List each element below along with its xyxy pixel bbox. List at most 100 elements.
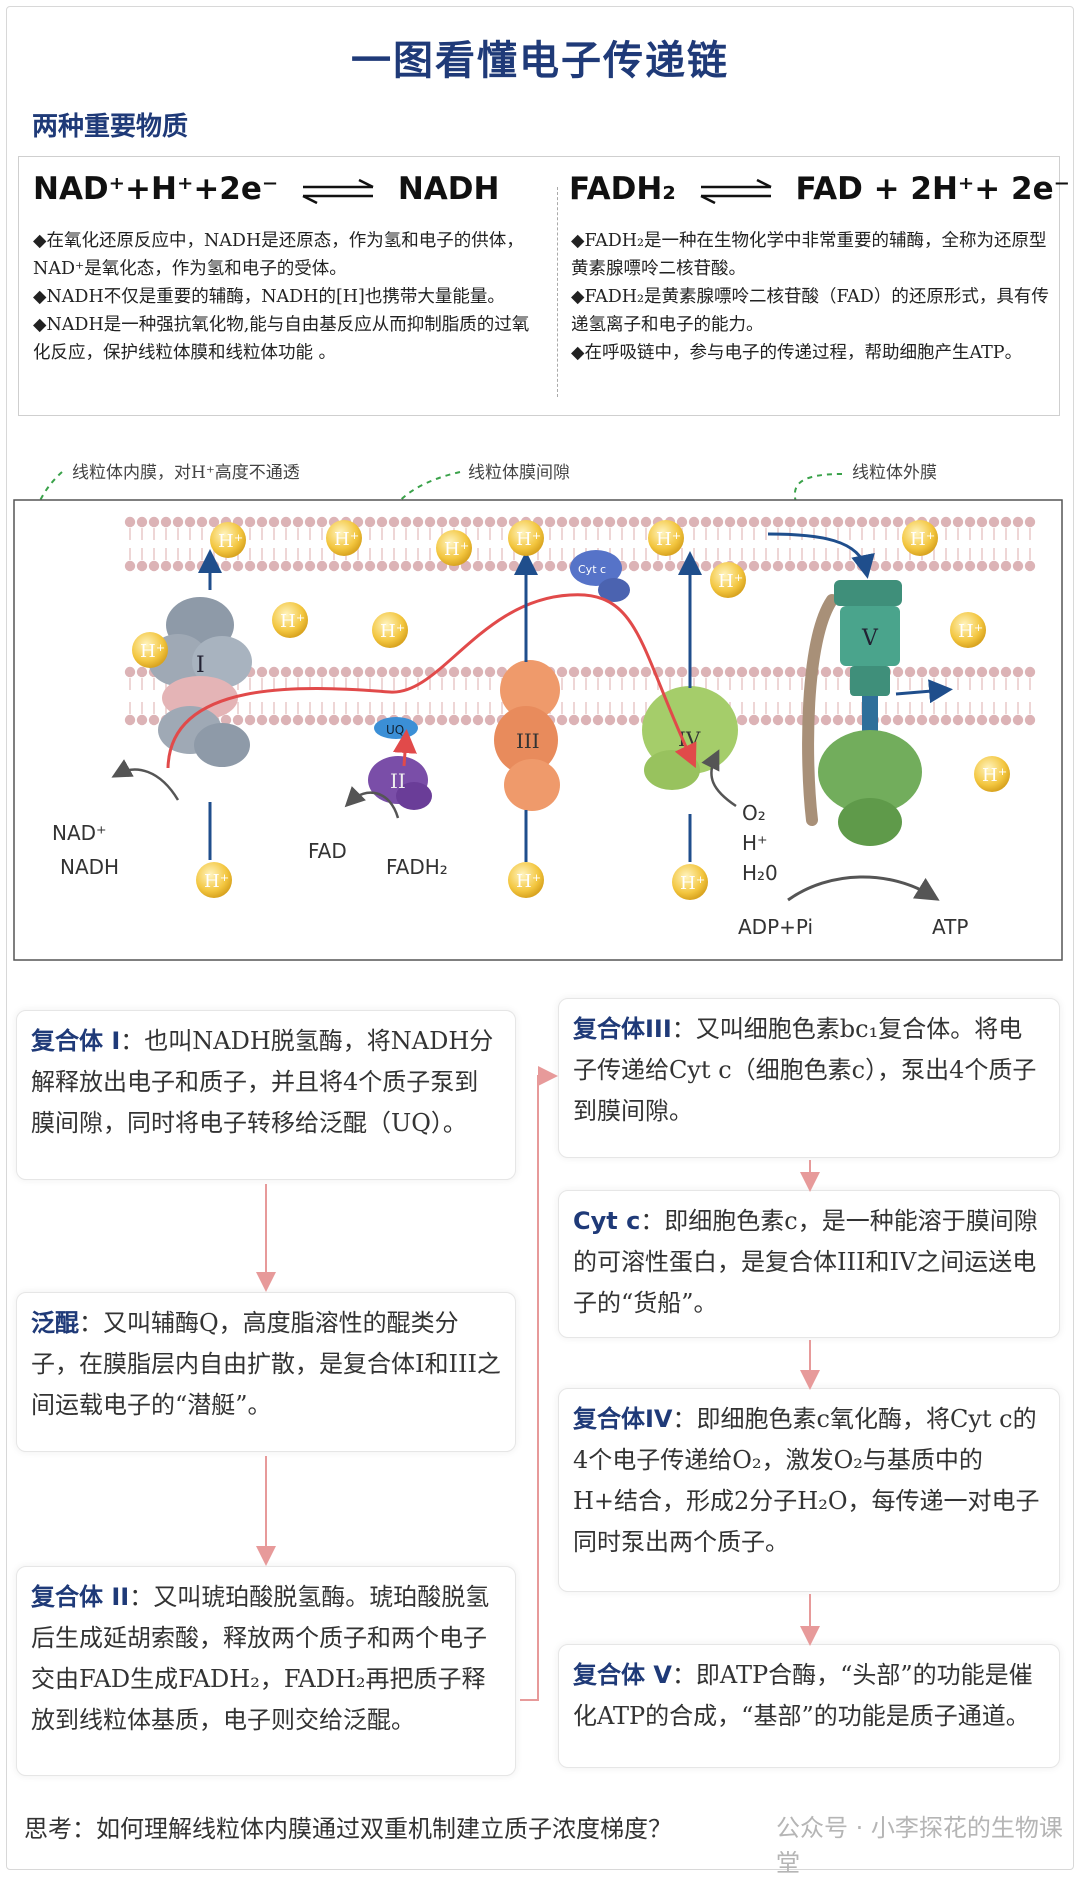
card-body: ：又叫辅酶Q，高度脂溶性的醌类分子，在膜脂层内自由扩散，是复合体I和III之间运…: [31, 1309, 501, 1419]
proton-icon: [672, 864, 708, 900]
proton-label: H⁺: [910, 529, 935, 550]
nadh-bullet: ◆NADH是一种强抗氧化物,能与自由基反应从而抑制脂质的过氧化反应，保护线粒体膜…: [33, 315, 530, 363]
pointer-outer-membrane: [788, 473, 843, 520]
proton-label: H⁺: [218, 531, 243, 552]
proton-icon: [210, 522, 246, 558]
card-heading: 复合体 II: [31, 1583, 130, 1611]
proton-icon: [508, 862, 544, 898]
card-heading: 复合体 I: [31, 1027, 121, 1055]
fadh2-description: ◆FADH₂是一种在生物化学中非常重要的辅酶，全称为还原型黄素腺嘌呤二核苷酸。 …: [571, 227, 1049, 367]
complex-i: I: [148, 597, 252, 767]
etc-diagram: 线粒体内膜，对H⁺高度不通透 线粒体膜间隙 线粒体外膜 I UQ II III: [13, 463, 1063, 961]
watermark: 公众号 · 小李探花的生物课堂: [776, 1814, 1063, 1877]
proton-label: H⁺: [380, 621, 405, 642]
atp-label: ATP: [932, 915, 968, 939]
complex-i-card: 复合体 I：也叫NADH脱氢酶，将NADH分解释放出电子和质子，并且将4个质子泵…: [16, 1010, 516, 1180]
cytc-label: Cyt c: [578, 563, 606, 576]
electron-path: [166, 593, 697, 769]
uq-label: UQ: [386, 723, 404, 737]
proton-label: H⁺: [680, 873, 705, 894]
nadh-equation-right: NADH: [397, 171, 500, 207]
card-body: ：又叫琥珀酸脱氢酶。琥珀酸脱氢后生成延胡索酸，释放两个质子和两个电子交由FAD生…: [31, 1583, 490, 1734]
complex-ii: II: [368, 756, 432, 810]
proton-label: H⁺: [140, 641, 165, 662]
complex-iii-label: III: [516, 729, 540, 753]
complex-iii: III: [494, 660, 560, 811]
page-frame: [6, 6, 1074, 1870]
atp-synthesis-arrow: [787, 875, 940, 902]
proton-label: H⁺: [204, 871, 229, 892]
proton-label: H⁺: [718, 571, 743, 592]
fadh2-to-fad-arrow: [344, 786, 400, 819]
proton-icon: [974, 756, 1010, 792]
ubiquinone: UQ: [374, 717, 418, 739]
card-heading: 复合体 V: [573, 1661, 672, 1689]
card-heading: 复合体IV: [573, 1405, 673, 1433]
proton-icon: [372, 612, 408, 648]
complex-v: V: [802, 580, 922, 846]
electron-path-complex-ii: [392, 729, 417, 767]
proton-icon: [950, 612, 986, 648]
proton-icon: [710, 562, 746, 598]
fad-label: FAD: [308, 839, 347, 863]
nadh-description: ◆在氧化还原反应中，NADH是还原态，作为氢和电子的供体，NAD⁺是氧化态，作为…: [33, 227, 533, 367]
proton-icon: [648, 520, 684, 556]
outer-membrane-label: 线粒体外膜: [852, 463, 937, 483]
card-body: ：也叫NADH脱氢酶，将NADH分解释放出电子和质子，并且将4个质子泵到膜间隙，…: [31, 1027, 494, 1137]
proton-label: H⁺: [280, 611, 305, 632]
proton-icon: [272, 602, 308, 638]
hydrogen-ion-label: H⁺: [742, 831, 768, 855]
fadh2-bullet: ◆在呼吸链中，参与电子的传递过程，帮助细胞产生ATP。: [571, 343, 1023, 363]
adp-pi-label: ADP+Pi: [738, 915, 813, 939]
proton-icon: [508, 520, 544, 556]
proton-label: H⁺: [516, 529, 541, 550]
nadh-bullet: ◆NADH不仅是重要的辅酶，NADH的[H]也携带大量能量。: [33, 287, 505, 307]
proton-icon: [326, 520, 362, 556]
nadh-equation-left: NAD⁺+H⁺+2e⁻: [33, 171, 279, 207]
proton-label: H⁺: [958, 621, 983, 642]
outer-membrane: [124, 516, 1036, 572]
complex-ii-card: 复合体 II：又叫琥珀酸脱氢酶。琥珀酸脱氢后生成延胡索酸，释放两个质子和两个电子…: [16, 1566, 516, 1776]
complex-iv-card: 复合体IV：即细胞色素c氧化酶，将Cyt c的4个电子传递给O₂，激发O₂与基质…: [558, 1388, 1060, 1592]
oxygen-label: O₂: [742, 801, 766, 825]
fadh2-bullet: ◆FADH₂是黄素腺嘌呤二核苷酸（FAD）的还原形式，具有传递氢离子和电子的能力…: [571, 287, 1049, 335]
proton-icon: [196, 862, 232, 898]
nad-plus-label: NAD⁺: [52, 821, 107, 845]
proton-label: H⁺: [444, 539, 469, 560]
oxygen-arrow: [701, 749, 737, 808]
reversible-arrow-icon: [302, 178, 374, 204]
proton-label: H⁺: [334, 529, 359, 550]
page-title: 一图看懂电子传递链: [351, 38, 729, 84]
complex-v-card: 复合体 V：即ATP合酶，“头部”的功能是催化ATP的合成，“基部”的功能是质子…: [558, 1644, 1060, 1768]
proton-icon: [902, 520, 938, 556]
card-heading: 泛醌: [31, 1309, 79, 1337]
water-label: H₂0: [742, 861, 778, 885]
proton-icon: [436, 530, 472, 566]
card-body: ：即ATP合酶，“头部”的功能是催化ATP的合成，“基部”的功能是质子通道。: [573, 1661, 1033, 1730]
cytc-card: Cyt c：即细胞色素c，是一种能溶于膜间隙的可溶性蛋白，是复合体III和IV之…: [558, 1190, 1060, 1338]
reversible-arrow-icon: [700, 178, 772, 204]
fadh2-equation-right: FAD + 2H⁺+ 2e⁻: [795, 171, 1070, 207]
proton-label: H⁺: [982, 765, 1007, 786]
complex-i-label: I: [196, 653, 205, 678]
proton-icon: [132, 632, 168, 668]
card-body: ：即细胞色素c氧化酶，将Cyt c的4个电子传递给O₂，激发O₂与基质中的H+结…: [573, 1405, 1040, 1556]
ubiquinone-card: 泛醌：又叫辅酶Q，高度脂溶性的醌类分子，在膜脂层内自由扩散，是复合体I和III之…: [16, 1292, 516, 1452]
section-heading: 两种重要物质: [32, 112, 189, 142]
cytochrome-c: Cyt c: [570, 550, 630, 602]
nadh-bullet: ◆在氧化还原反应中，NADH是还原态，作为氢和电子的供体，NAD⁺是氧化态，作为…: [33, 231, 524, 279]
nadh-to-nad-arrow: [111, 759, 180, 801]
complex-v-label: V: [861, 626, 879, 651]
fadh2-equation-left: FADH₂: [569, 171, 676, 207]
card-heading: 复合体III: [573, 1015, 672, 1043]
divider: [557, 187, 558, 397]
fadh2-bullet: ◆FADH₂是一种在生物化学中非常重要的辅酶，全称为还原型黄素腺嘌呤二核苷酸。: [571, 231, 1047, 279]
nadh-equation: NAD⁺+H⁺+2e⁻ NADH: [33, 171, 499, 207]
card-body: ：即细胞色素c，是一种能溶于膜间隙的可溶性蛋白，是复合体III和IV之间运送电子…: [573, 1207, 1038, 1317]
proton-label: H⁺: [656, 529, 681, 550]
complex-ii-label: II: [390, 769, 406, 793]
complex-iii-card: 复合体III：又叫细胞色素bc₁复合体。将电子传递给Cyt c（细胞色素c），泵…: [558, 998, 1060, 1158]
protons: H⁺ H⁺ H⁺ H⁺ H⁺ H⁺ H⁺ H⁺ H⁺ H⁺ H⁺ H⁺ H⁺ H⁺ H⁺: [132, 520, 1010, 900]
card-heading: Cyt c: [573, 1207, 641, 1235]
proton-label: H⁺: [516, 871, 541, 892]
